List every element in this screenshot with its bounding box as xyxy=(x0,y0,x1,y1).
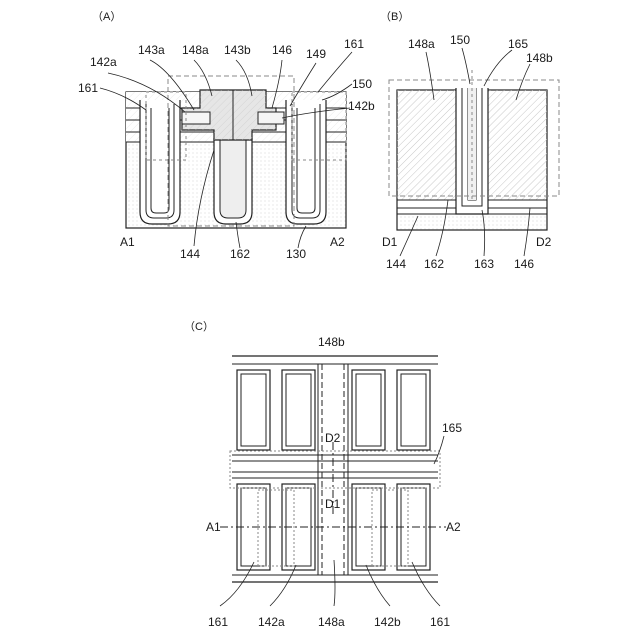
label-b-d2: D2 xyxy=(536,235,552,249)
label-b-162: 162 xyxy=(424,257,444,271)
cell-top-2 xyxy=(282,370,315,450)
label-c-a1: A1 xyxy=(206,520,221,534)
trench-center-fill xyxy=(220,138,246,218)
label-c-148a: 148a xyxy=(318,615,345,629)
label-b-d1: D1 xyxy=(382,235,398,249)
label-c-d1: D1 xyxy=(325,497,341,511)
label-c-165: 165 xyxy=(442,421,462,435)
label-150: 150 xyxy=(352,77,372,91)
leader-c-142a xyxy=(270,565,296,606)
label-c-161-left: 161 xyxy=(208,615,228,629)
label-142a: 142a xyxy=(90,55,117,69)
label-c-142b: 142b xyxy=(374,615,401,629)
leader-c-142b xyxy=(366,565,390,606)
dotted-band-165 xyxy=(230,451,440,488)
label-162: 162 xyxy=(230,247,250,261)
panel-a: （A） xyxy=(78,10,375,261)
label-143b: 143b xyxy=(224,43,251,57)
cell-top-1 xyxy=(237,370,270,450)
panel-a-title: （A） xyxy=(92,10,121,23)
label-a1: A1 xyxy=(120,235,135,249)
b-base xyxy=(397,214,547,230)
label-130: 130 xyxy=(286,247,306,261)
label-b-148a: 148a xyxy=(408,37,435,51)
label-b-146: 146 xyxy=(514,257,534,271)
label-c-161-right: 161 xyxy=(430,615,450,629)
label-c-148b: 148b xyxy=(318,335,345,349)
label-148a: 148a xyxy=(182,43,209,57)
label-c-142a: 142a xyxy=(258,615,285,629)
label-161: 161 xyxy=(344,37,364,51)
leader-c-165 xyxy=(434,436,444,464)
cell-top-3 xyxy=(352,370,385,450)
leader-b-165 xyxy=(484,50,512,86)
label-b-165: 165 xyxy=(508,37,528,51)
label-142b: 142b xyxy=(348,99,375,113)
label-b-163: 163 xyxy=(474,257,494,271)
leader-b-150 xyxy=(462,48,470,84)
panel-b: （B） 148a 150 165 148b D1 D2 144 xyxy=(380,10,559,271)
panel-c-title: （C） xyxy=(184,320,214,333)
label-a2: A2 xyxy=(330,235,345,249)
label-c-d2: D2 xyxy=(325,431,341,445)
label-144: 144 xyxy=(180,247,200,261)
label-146: 146 xyxy=(272,43,292,57)
panel-c: （C） xyxy=(184,320,462,629)
cell-top-4 xyxy=(397,370,430,450)
leader-130 xyxy=(298,226,306,248)
label-c-a2: A2 xyxy=(446,520,461,534)
panel-b-title: （B） xyxy=(380,10,409,23)
label-b-148b: 148b xyxy=(526,51,553,65)
label-161-left: 161 xyxy=(78,81,98,95)
label-143a: 143a xyxy=(138,43,165,57)
leader-c-148a xyxy=(334,560,335,606)
label-b-144: 144 xyxy=(386,257,406,271)
label-149: 149 xyxy=(306,47,326,61)
label-b-150: 150 xyxy=(450,33,470,47)
electrode-142b xyxy=(258,112,284,124)
